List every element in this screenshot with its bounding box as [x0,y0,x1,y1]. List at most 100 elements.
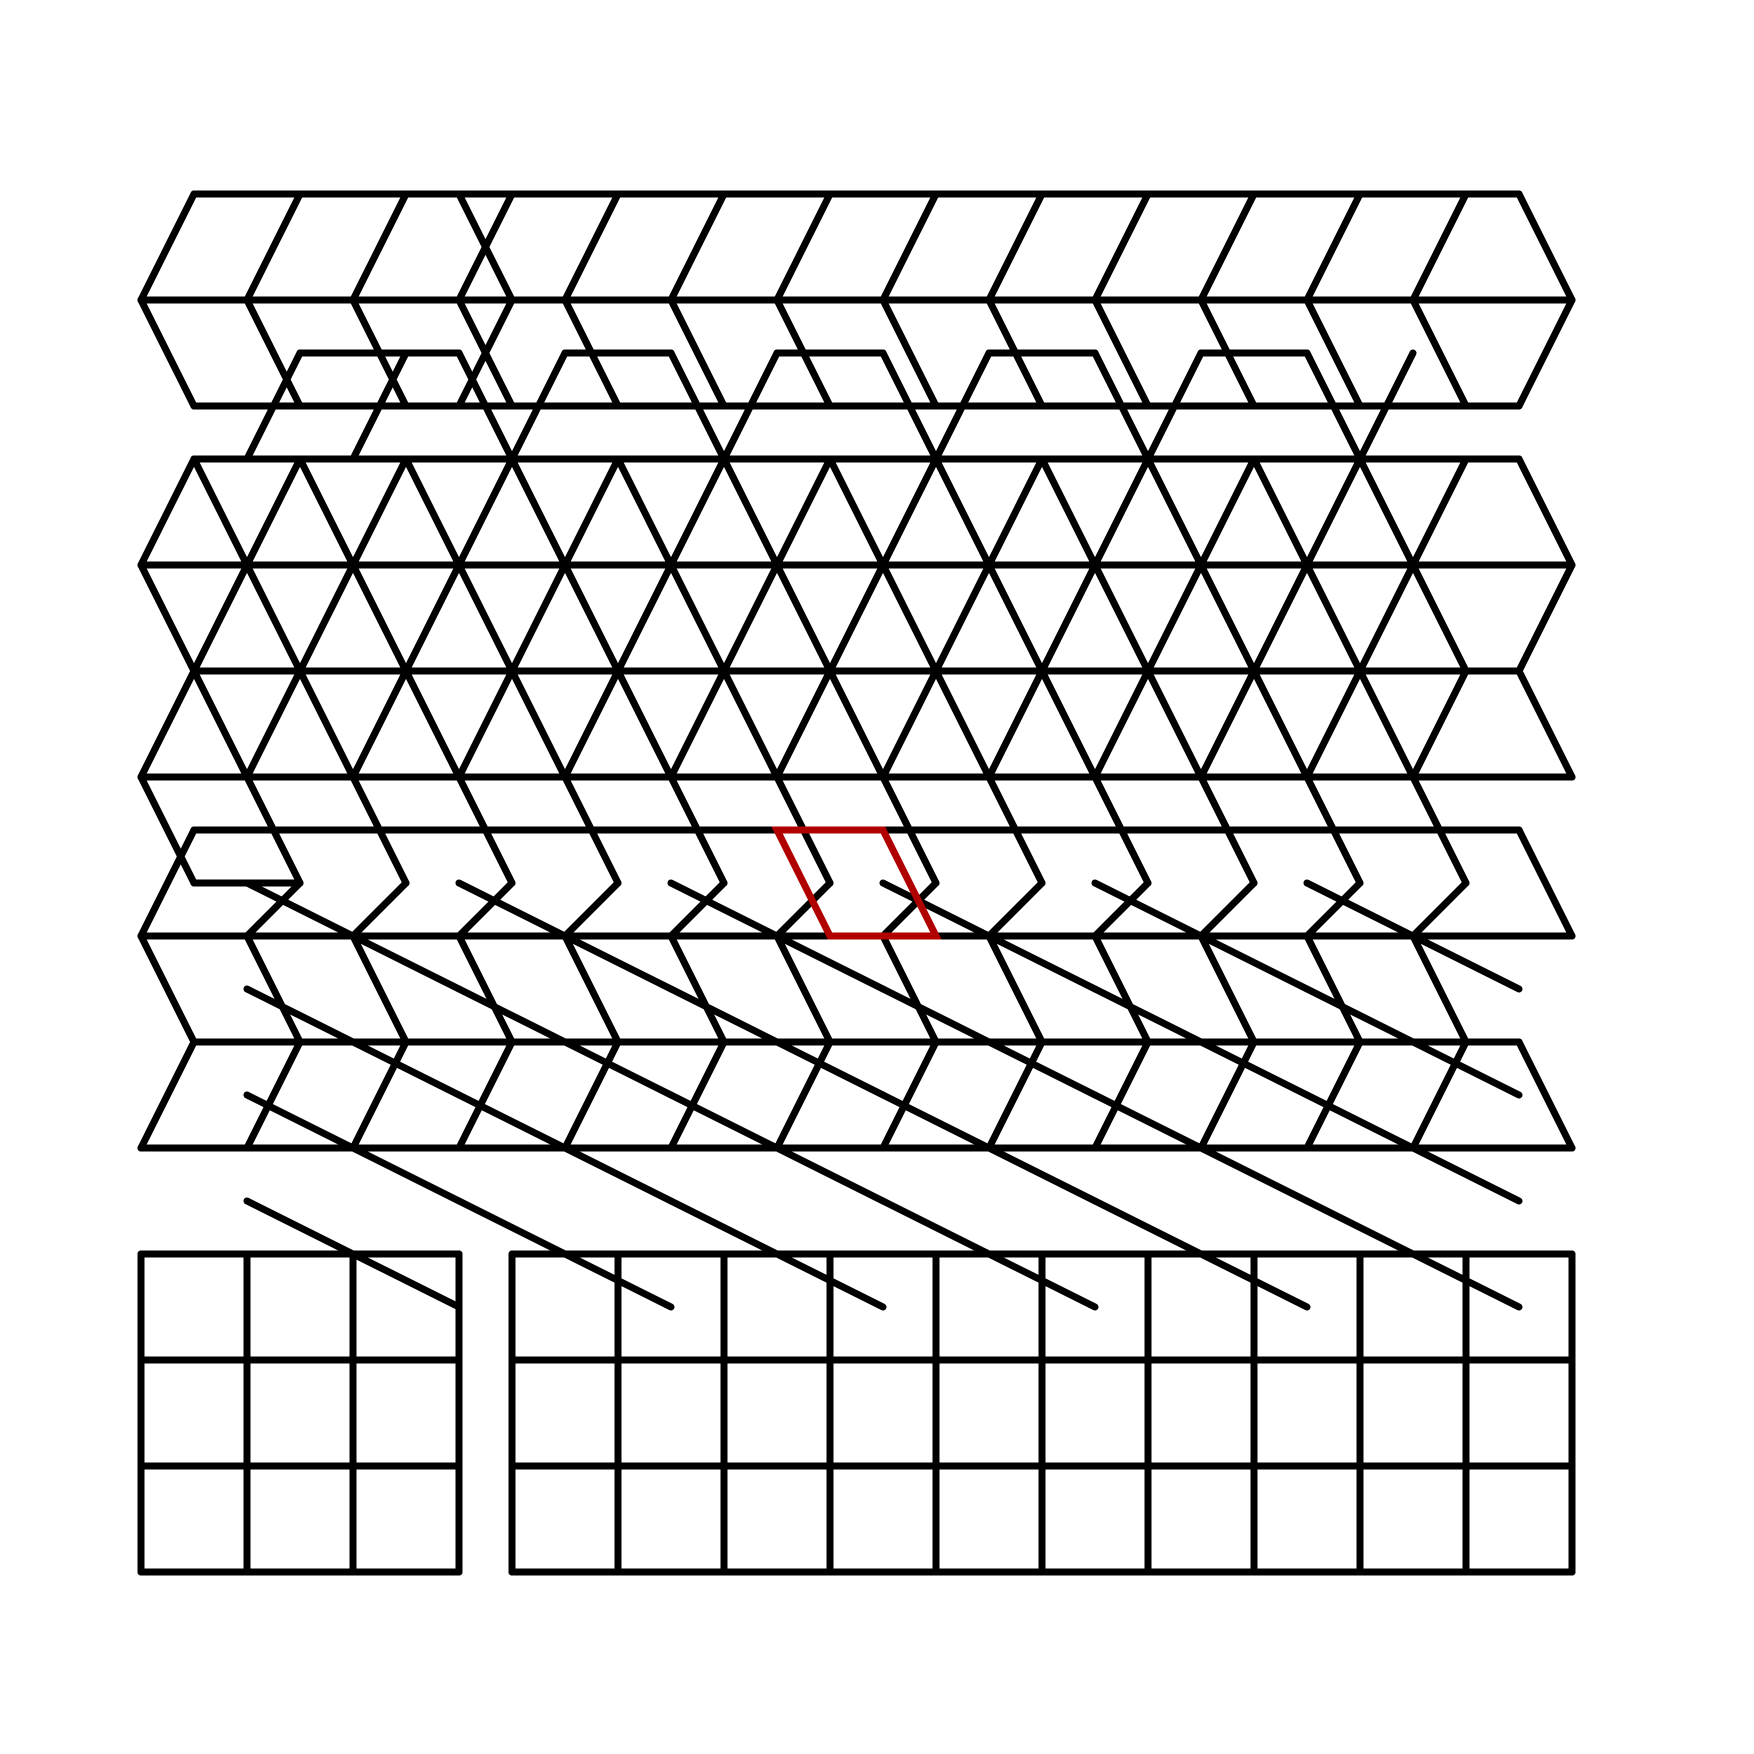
tiling-edge [455,296,516,410]
tiling-edge [932,667,993,781]
tiling-edge [137,932,198,1046]
tiling-edge [455,561,516,675]
tiling-edge [1197,1038,1258,1152]
tiling-edge [985,932,1046,1046]
tiling-edge [667,455,728,569]
tiling-edge [879,773,940,887]
tiling-edge [455,667,516,781]
tiling-edge [879,455,940,569]
tiling-edge [985,879,1046,940]
tiling-edge [1197,190,1258,304]
highlighted-parallelogram [771,826,942,940]
tiling-edge [137,296,198,410]
tiling-edge [879,879,940,940]
tiling-edge [1409,667,1470,781]
tiling-edge [1144,667,1205,781]
tiling-edge [1409,190,1470,304]
tiling-edge [826,455,887,569]
tiling-edge [1303,561,1364,675]
tiling-edge [1091,190,1152,304]
tiling-edge [137,190,198,304]
tiling-edge [1303,1091,1523,1205]
tiling-edge [1356,667,1417,781]
tiling-edge [667,985,887,1099]
tiling-edge [243,349,304,463]
tiling-edge [1091,773,1152,887]
tiling-edge [243,1091,463,1205]
tiling-edge [561,773,622,887]
tiling-edge [1409,561,1470,675]
tiling-edge [1515,826,1576,940]
tiling-edge [349,190,410,304]
tiling-edge [243,985,463,1099]
tiling-edge [932,455,993,569]
tiling-edge [296,667,357,781]
tiling-edge [1038,455,1099,569]
tiling-edge [879,1038,940,1152]
tiling-edge [1091,349,1152,463]
tiling-edge [1409,879,1470,940]
tiling-edge [720,561,781,675]
tiling-edge [1091,879,1311,993]
tiling-edge [1197,455,1258,569]
tiling-edge [1197,667,1258,781]
tiling-edge [1250,455,1311,569]
tiling-edge [243,455,304,569]
tiling-edge [773,879,834,940]
tiling-edge [1303,455,1364,569]
tiling-edge [1303,667,1364,781]
tiling-edge [1409,455,1470,569]
tiling-edge [1144,561,1205,675]
tiling-edge [243,773,304,887]
tiling-edge [720,349,781,463]
tiling-edge [1303,296,1364,410]
tiling-edge [1197,561,1258,675]
tiling-edge [1515,455,1576,569]
tiling-edge [879,1091,1099,1205]
tiling-edge [985,190,1046,304]
tiling-edge [349,879,410,940]
tiling-edge [1197,932,1258,1046]
tiling-edge [349,1038,410,1152]
tiling-edge [455,932,516,1046]
tiling-edge [455,455,516,569]
tiling-edge [455,985,675,1099]
tiling-edge [402,455,463,569]
tiling-edge [720,667,781,781]
tiling-edge [1197,879,1258,940]
tiling-edge [985,773,1046,887]
tiling-edge [1303,879,1523,993]
tiling-edge [614,455,675,569]
tiling-edge [508,455,569,569]
tiling-edge [455,1091,675,1205]
tiling-edge [932,561,993,675]
tiling-edge [1144,455,1205,569]
tiling-edge [296,455,357,569]
tiling-edge [667,879,728,940]
tiling-edge [1303,349,1364,463]
tiling-edge [932,349,993,463]
tiling-edge [349,667,410,781]
tiling-edge [1356,561,1417,675]
tiling-edge [1409,1038,1470,1152]
tiling-edge [1515,190,1576,304]
tiling-edge [561,455,622,569]
tiling-edge [349,455,410,569]
tiling-edge [1303,985,1523,1099]
tiling-edge [455,349,516,463]
tiling-edge [455,879,675,993]
tiling-edge [402,667,463,781]
tiling-edge [1356,455,1417,569]
tiling-edge [1356,349,1417,463]
tiling-edge [243,561,304,675]
tiling-edge [614,561,675,675]
tiling-edge [773,190,834,304]
tiling-edge [1091,879,1152,940]
tiling-edge [1091,455,1152,569]
tiling-edge [1515,667,1576,781]
tiling-edge [561,879,622,940]
tiling-edge [508,667,569,781]
tiling-edge [402,561,463,675]
tiling-edge [773,1038,834,1152]
tiling-edge [243,1038,304,1152]
